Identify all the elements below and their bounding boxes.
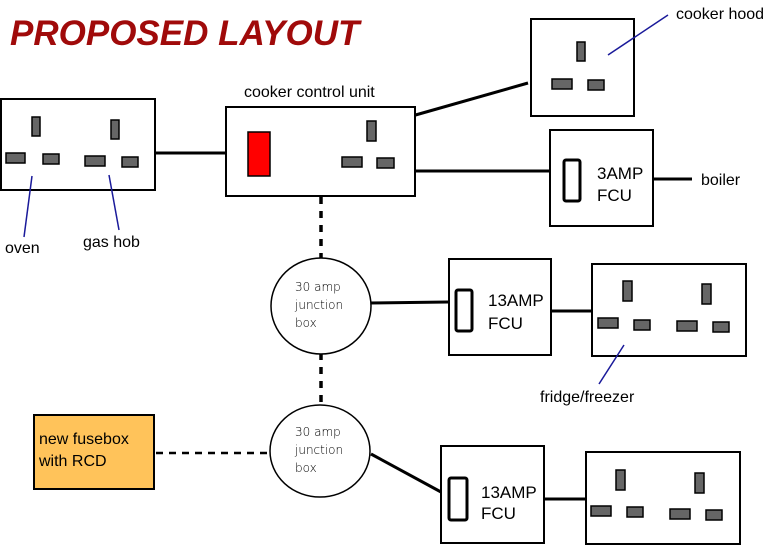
neutral-pin-icon	[626, 506, 644, 518]
fcu-label-line2: FCU	[597, 186, 632, 205]
cooker-control-unit-label: cooker control unit	[244, 84, 375, 101]
neutral-pin-icon	[121, 156, 139, 168]
wire-jb1-to-fcu	[368, 300, 449, 305]
double-socket-lower	[585, 451, 741, 545]
neutral-pin-icon	[42, 153, 60, 165]
earth-pin-icon	[701, 283, 712, 305]
jb-label-line2: junction	[294, 443, 343, 457]
cooker-hood-pointer	[607, 14, 669, 56]
earth-pin-icon	[615, 469, 626, 491]
fusebox-label-line1: new fusebox	[39, 431, 129, 448]
fcu-13amp-fridge: 13AMP FCU	[448, 258, 552, 356]
live-pin-icon	[341, 156, 363, 168]
new-fusebox: new fusebox with RCD	[33, 414, 155, 490]
jb-label-line2: junction	[294, 298, 343, 312]
junction-box-1: 30 amp junction box	[270, 257, 372, 355]
fcu-13amp-lower: 13AMP FCU	[440, 445, 545, 544]
earth-pin-icon	[576, 41, 586, 62]
wire-ccu-to-hood	[411, 81, 529, 118]
live-pin-icon	[669, 508, 691, 520]
double-socket-fridge-freezer	[591, 263, 747, 357]
earth-pin-icon	[366, 120, 377, 142]
boiler-label: boiler	[701, 172, 741, 189]
gas-hob-pointer	[108, 174, 120, 231]
fcu-switch-icon	[447, 476, 469, 522]
fcu-label-line2: FCU	[481, 504, 516, 523]
neutral-pin-icon	[633, 319, 651, 331]
jb-label-line3: box	[295, 316, 317, 330]
fridge-freezer-label: fridge/freezer	[540, 389, 635, 406]
red-switch-icon	[247, 131, 271, 177]
single-socket-cooker-hood	[530, 18, 635, 117]
earth-pin-icon	[31, 116, 41, 137]
wire-jb2-to-fcu	[370, 452, 442, 494]
live-pin-icon	[597, 317, 619, 329]
fcu-switch-icon	[562, 158, 582, 203]
earth-pin-icon	[694, 472, 705, 494]
fcu-3amp-boiler: 3AMP FCU	[549, 129, 654, 227]
double-socket-oven-hob	[0, 98, 156, 191]
neutral-pin-icon	[705, 509, 723, 521]
live-pin-icon	[676, 320, 698, 332]
live-pin-icon	[551, 78, 573, 90]
fcu-switch-icon	[454, 288, 474, 333]
fcu-label-line1: 13AMP	[488, 291, 544, 310]
diagram-title: PROPOSED LAYOUT	[10, 14, 362, 53]
junction-box-2: 30 amp junction box	[269, 404, 371, 498]
fcu-label-line2: FCU	[488, 314, 523, 333]
jb-label-line1: 30 amp	[295, 280, 341, 294]
cooker-control-unit	[225, 106, 416, 197]
jb-label-line3: box	[295, 461, 317, 475]
earth-pin-icon	[110, 119, 120, 140]
fusebox-label-line2: with RCD	[38, 453, 107, 470]
fridge-freezer-pointer	[598, 344, 625, 385]
fcu-label-line1: 13AMP	[481, 483, 537, 502]
neutral-pin-icon	[587, 79, 605, 91]
jb-label-line1: 30 amp	[295, 425, 341, 439]
live-pin-icon	[84, 155, 106, 167]
live-pin-icon	[5, 152, 26, 164]
neutral-pin-icon	[712, 321, 730, 333]
oven-label: oven	[5, 240, 40, 257]
gas-hob-label: gas hob	[83, 234, 140, 251]
neutral-pin-icon	[376, 157, 395, 169]
earth-pin-icon	[622, 280, 633, 302]
live-pin-icon	[590, 505, 612, 517]
cooker-hood-label: cooker hood	[676, 6, 764, 23]
oven-pointer	[23, 175, 33, 238]
fcu-label-line1: 3AMP	[597, 164, 643, 183]
